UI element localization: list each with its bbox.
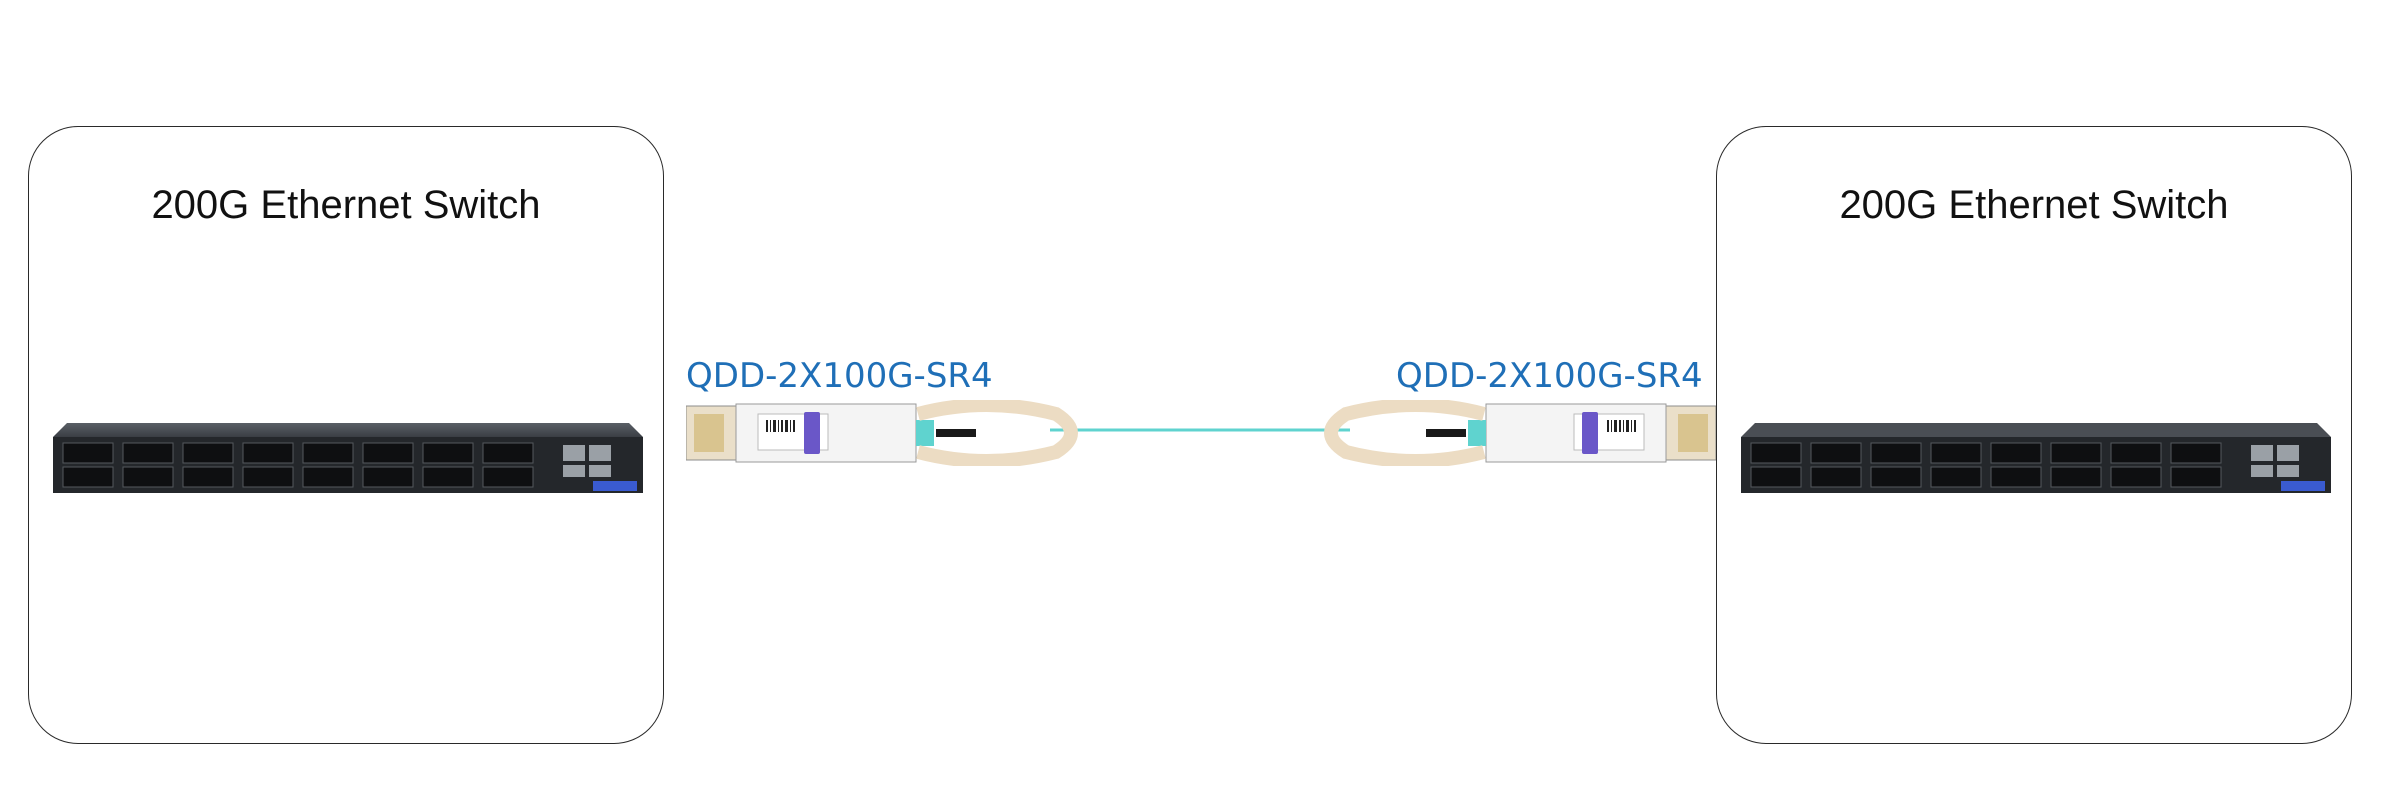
module-label-right: QDD-2X100G-SR4: [1396, 356, 1703, 396]
aoc-cable-icon: [1050, 428, 1350, 432]
ethernet-switch-left-icon: [53, 423, 643, 493]
switch-panel-left: 200G Ethernet Switch: [28, 126, 664, 744]
switch-panel-right: 200G Ethernet Switch: [1716, 126, 2352, 744]
ethernet-switch-right-icon: [1741, 423, 2331, 493]
module-label-left: QDD-2X100G-SR4: [686, 356, 993, 396]
switch-title-right: 200G Ethernet Switch: [1839, 183, 2229, 227]
switch-title-left: 200G Ethernet Switch: [151, 183, 541, 227]
transceiver-module-right-icon: [1324, 400, 1716, 466]
transceiver-module-left-icon: [686, 400, 1078, 466]
